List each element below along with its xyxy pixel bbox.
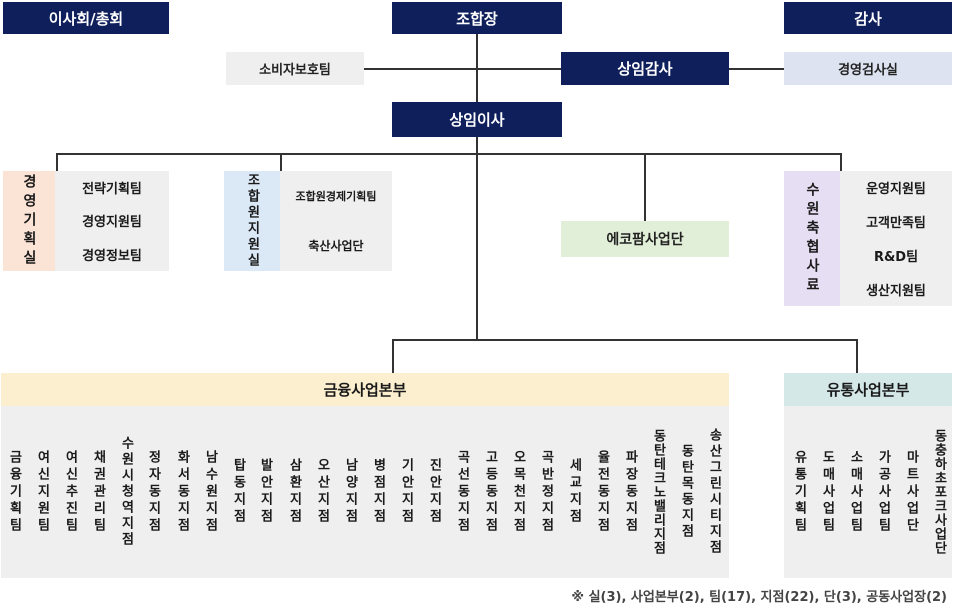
connector-drop-finance <box>392 339 394 373</box>
mgmt-planning-office-label: 경영기획실 <box>3 171 55 271</box>
finance-unit: 고등동지점 <box>482 449 498 535</box>
distribution-unit: 동충하초포크사업단 <box>931 429 947 555</box>
finance-unit: 삼환지점 <box>286 458 302 526</box>
connector-drop-ecofarm <box>644 153 646 221</box>
finance-unit: 곡선동지점 <box>454 449 470 535</box>
finance-unit: 세교지점 <box>566 458 582 526</box>
mgmt-planning-team-list: 전략기획팀 경영지원팀 경영정보팀 <box>55 171 169 271</box>
connector-drop-suwon <box>840 153 842 171</box>
finance-unit: 금융기획팀 <box>6 449 22 535</box>
consumer-protection-team-box: 소비자보호팀 <box>226 52 364 85</box>
team-item: 조합원경제기획팀 <box>295 189 377 203</box>
finance-unit: 남양지점 <box>342 458 358 526</box>
suwon-livestock-feed-label: 수원축협사료 <box>784 171 840 306</box>
president-box: 조합장 <box>392 2 562 34</box>
finance-unit: 송산그린시티지점 <box>706 428 722 556</box>
finance-unit: 여신지원팀 <box>34 449 50 535</box>
distribution-unit: 소매사업팀 <box>847 449 863 535</box>
team-item: R&D팀 <box>873 249 919 265</box>
member-support-office-label: 조합원지원실 <box>224 171 280 271</box>
finance-unit: 오목천지점 <box>510 449 526 535</box>
suwon-feed-team-list: 운영지원팀 고객만족팀 R&D팀 생산지원팀 <box>840 171 952 306</box>
standing-director-box: 상임이사 <box>392 102 562 137</box>
finance-unit: 정자동지점 <box>145 449 161 535</box>
finance-unit: 율전동지점 <box>594 449 610 535</box>
distribution-division-header: 유통사업본부 <box>784 373 952 406</box>
auditor-box: 감사 <box>784 2 952 34</box>
finance-division-header: 금융사업본부 <box>1 373 729 406</box>
finance-unit: 탑동지점 <box>230 458 246 526</box>
finance-unit: 동탄목동지점 <box>678 444 694 540</box>
connector-second-tier-horizontal <box>56 153 842 155</box>
finance-unit: 병점지점 <box>370 458 386 526</box>
finance-unit: 진안지점 <box>426 458 442 526</box>
connector-standing-director-down <box>476 137 478 340</box>
team-item: 운영지원팀 <box>866 182 926 198</box>
ecofarm-business-unit-box: 에코팜사업단 <box>561 221 729 257</box>
connector-drop-member <box>280 153 282 171</box>
finance-unit: 파장동지점 <box>622 449 638 535</box>
distribution-unit: 가공사업팀 <box>875 449 891 535</box>
team-item: 생산지원팀 <box>866 283 926 299</box>
connector-drop-distribution <box>856 339 858 373</box>
team-item: 고객만족팀 <box>866 216 926 232</box>
connector-drop-mgmt <box>56 153 58 171</box>
team-item: 경영정보팀 <box>82 248 142 264</box>
distribution-unit: 도매사업팀 <box>819 449 835 535</box>
finance-unit: 수원시청역지점 <box>118 436 134 548</box>
finance-unit: 곡반정지점 <box>538 449 554 535</box>
finance-unit: 화서동지점 <box>174 449 190 535</box>
distribution-unit: 유통기획팀 <box>791 449 807 535</box>
distribution-unit: 마트사업단 <box>903 449 919 535</box>
team-item: 전략기획팀 <box>82 182 142 198</box>
finance-unit: 남수원지점 <box>202 449 218 535</box>
finance-unit: 발안지점 <box>257 458 273 526</box>
distribution-units-panel <box>784 406 952 578</box>
finance-units-panel <box>1 406 729 578</box>
team-item: 경영지원팀 <box>82 215 142 231</box>
standing-auditor-box: 상임감사 <box>561 52 729 85</box>
finance-unit: 기안지점 <box>398 458 414 526</box>
connector-third-tier-horizontal <box>392 339 858 341</box>
member-support-team-list: 조합원경제기획팀 축산사업단 <box>280 171 392 271</box>
finance-unit: 동탄테크노밸리지점 <box>650 429 666 555</box>
team-item: 축산사업단 <box>308 239 364 254</box>
board-box: 이사회/총회 <box>3 2 169 34</box>
finance-unit: 채권관리팀 <box>90 449 106 535</box>
finance-unit: 오산지점 <box>314 458 330 526</box>
footnote: ※ 실(3), 사업본부(2), 팀(17), 지점(22), 단(3), 공동… <box>571 590 947 605</box>
management-audit-office-box: 경영검사실 <box>784 52 952 85</box>
finance-unit: 여신추진팀 <box>62 449 78 535</box>
